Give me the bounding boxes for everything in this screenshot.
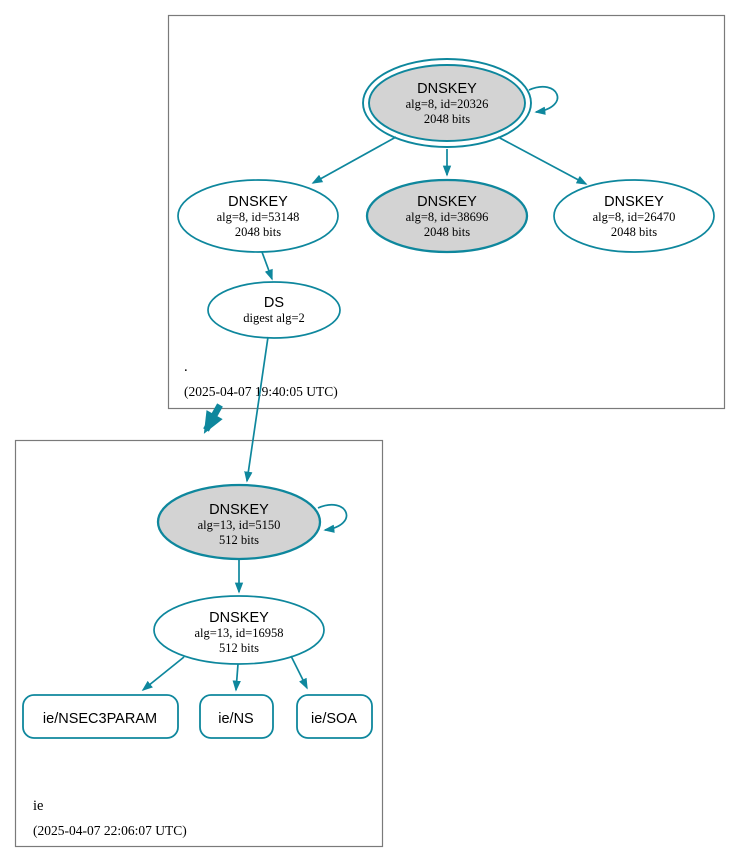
rrset-soa-label: ie/SOA bbox=[311, 711, 357, 727]
edge-ds-to-ksk5150 bbox=[244, 336, 269, 483]
dnskey-16958-detail2: 512 bits bbox=[219, 641, 259, 655]
ds-node: DS digest alg=2 bbox=[207, 281, 341, 339]
zone-ie-timestamp: (2025-04-07 22:06:07 UTC) bbox=[33, 823, 187, 838]
ds-title: DS bbox=[264, 295, 284, 311]
rrset-node-soa: ie/SOA bbox=[296, 694, 373, 739]
dnskey-16958-detail1: alg=13, id=16958 bbox=[194, 626, 283, 640]
dnskey-26470-title: DNSKEY bbox=[604, 194, 664, 210]
edge-ksk5150-self-loop bbox=[317, 503, 348, 533]
dnskey-5150-title: DNSKEY bbox=[209, 502, 269, 518]
dnskey-26470-detail2: 2048 bits bbox=[611, 225, 657, 239]
dnskey-53148-ellipse bbox=[177, 179, 339, 253]
rrset-ns-box bbox=[199, 694, 274, 739]
rrset-node-ns: ie/NS bbox=[199, 694, 274, 739]
zone-ie-cluster-box bbox=[14, 439, 384, 848]
dnskey-20326-title: DNSKEY bbox=[417, 81, 477, 97]
dnskey-26470-ellipse bbox=[553, 179, 715, 253]
edge-ksk20326-self-loop bbox=[528, 85, 559, 115]
dnskey-5150-detail2: 512 bits bbox=[219, 533, 259, 547]
dnskey-53148-detail2: 2048 bits bbox=[235, 225, 281, 239]
dnskey-38696-detail2: 2048 bits bbox=[424, 225, 470, 239]
zone-root-cluster-box bbox=[167, 14, 726, 410]
dnskey-node-53148: DNSKEY alg=8, id=53148 2048 bits bbox=[177, 179, 339, 253]
edge-16958-to-soa bbox=[290, 655, 308, 690]
dnskey-5150-detail1: alg=13, id=5150 bbox=[198, 518, 281, 532]
zone-root-label: . bbox=[184, 359, 188, 375]
dnskey-38696-ellipse bbox=[365, 178, 529, 254]
dnskey-20326-inner-ellipse bbox=[368, 64, 526, 142]
dnskey-16958-title: DNSKEY bbox=[209, 610, 269, 626]
dnskey-node-16958: DNSKEY alg=13, id=16958 512 bits bbox=[153, 595, 325, 665]
dnskey-20326-detail2: 2048 bits bbox=[424, 112, 470, 126]
dnskey-38696-detail1: alg=8, id=38696 bbox=[406, 210, 489, 224]
dnskey-38696-title: DNSKEY bbox=[417, 194, 477, 210]
graph-edges bbox=[141, 85, 588, 692]
edge-root-to-ie-delegation bbox=[203, 403, 223, 434]
dnskey-26470-detail1: alg=8, id=26470 bbox=[593, 210, 676, 224]
edge-53148-to-ds bbox=[261, 251, 273, 281]
zone-ie-cluster: ie (2025-04-07 22:06:07 UTC) DNSKEY alg=… bbox=[14, 439, 384, 848]
rrset-nsec3param-label: ie/NSEC3PARAM bbox=[43, 711, 157, 727]
rrset-node-nsec3param: ie/NSEC3PARAM bbox=[22, 694, 179, 739]
dnskey-node-20326: DNSKEY alg=8, id=20326 2048 bits bbox=[362, 58, 532, 148]
ds-ellipse bbox=[207, 281, 341, 339]
dnskey-53148-title: DNSKEY bbox=[228, 194, 288, 210]
rrset-nsec3param-box bbox=[22, 694, 179, 739]
edge-ksk20326-to-26470 bbox=[497, 136, 588, 185]
dnskey-53148-detail1: alg=8, id=53148 bbox=[217, 210, 300, 224]
zone-root-cluster: . (2025-04-07 19:40:05 UTC) DNSKEY alg=8… bbox=[167, 14, 726, 410]
dnskey-16958-ellipse bbox=[153, 595, 325, 665]
rrset-soa-box bbox=[296, 694, 373, 739]
edge-16958-to-nsec3param bbox=[141, 656, 185, 692]
ds-detail1: digest alg=2 bbox=[243, 311, 305, 325]
rrset-ns-label: ie/NS bbox=[218, 711, 253, 727]
dnskey-node-5150: DNSKEY alg=13, id=5150 512 bits bbox=[156, 483, 322, 561]
edge-ksk20326-to-53148 bbox=[311, 136, 397, 184]
zone-ie-label: ie bbox=[33, 798, 43, 814]
dnskey-node-26470: DNSKEY alg=8, id=26470 2048 bits bbox=[553, 179, 715, 253]
edge-16958-to-ns bbox=[232, 663, 241, 692]
dnskey-20326-detail1: alg=8, id=20326 bbox=[406, 97, 489, 111]
dnskey-node-38696: DNSKEY alg=8, id=38696 2048 bits bbox=[365, 178, 529, 254]
